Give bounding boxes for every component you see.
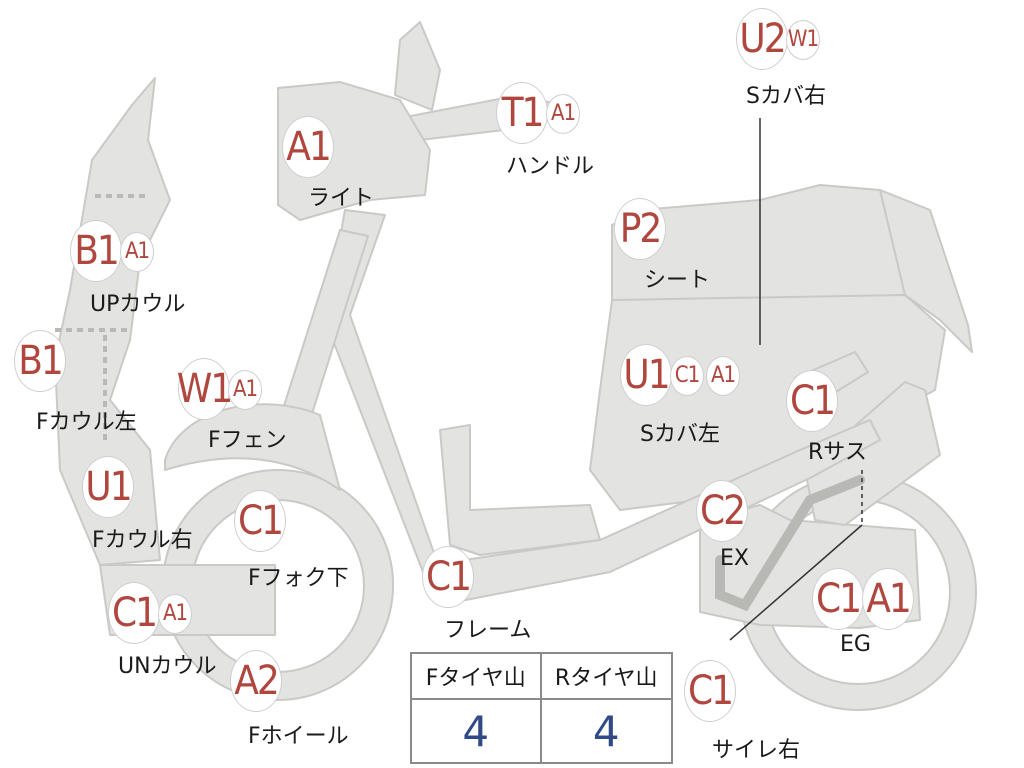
- handle-label: ハンドル: [506, 154, 595, 179]
- handle-grade-badge: T1: [496, 82, 548, 144]
- f-fender-label: Fフェン: [208, 428, 287, 453]
- up-cowl-grade-badge: B1: [70, 220, 122, 282]
- up-cowl-grade-badge: A1: [120, 232, 154, 272]
- silencer-right-label: サイレ右: [712, 738, 801, 763]
- frame-lower-shape: [429, 419, 881, 606]
- s-cover-right-grade-badge: W1: [786, 20, 820, 60]
- silencer-right-grade-badge: C1: [684, 660, 736, 722]
- engine-grade-badge: C1: [812, 568, 864, 630]
- f-wheel-label: Fホイール: [248, 724, 349, 749]
- exhaust-pipe: [715, 475, 865, 612]
- un-cowl-label: UNカウル: [118, 654, 217, 679]
- f-wheel-grade-badge: A2: [230, 650, 282, 712]
- f-cowl-left-label: Fカウル左: [36, 410, 137, 435]
- r-suspension-label: Rサス: [808, 440, 867, 465]
- seat-label: シート: [644, 268, 711, 293]
- tire-table-header-rear: Rタイヤ山: [541, 654, 671, 700]
- up-cowl-label: UPカウル: [90, 292, 186, 317]
- s-cover-right-grade-badge: U2: [736, 8, 788, 70]
- r-suspension-grade-badge: C1: [786, 370, 838, 432]
- light-grade-badge: A1: [282, 116, 334, 178]
- engine-label: EG: [840, 632, 871, 657]
- front-fender-shape: [164, 403, 341, 491]
- seat-grade-badge: P2: [614, 198, 666, 260]
- headlight-shape: [277, 81, 431, 221]
- s-cover-left-label: Sカバ左: [640, 422, 720, 447]
- f-fender-grade-badge: W1: [177, 358, 233, 420]
- frame-label: フレーム: [444, 618, 532, 643]
- f-cowl-left-grade-badge: B1: [14, 330, 66, 392]
- tire-table-header-front: Fタイヤ山: [412, 654, 542, 700]
- f-fender-grade-badge: A1: [228, 370, 262, 410]
- exhaust-grade-badge: C2: [696, 480, 748, 542]
- s-cover-right-label: Sカバ右: [746, 84, 826, 109]
- frame-grade-badge: C1: [422, 546, 474, 608]
- exhaust-label: EX: [720, 546, 749, 571]
- f-cowl-right-label: Fカウル右: [92, 528, 193, 553]
- handle-grade-badge: A1: [546, 94, 580, 134]
- tire-table-value-rear: 4: [592, 706, 620, 756]
- engine-grade-badge: A1: [862, 568, 914, 630]
- f-fork-lower-label: Fフォク下: [248, 566, 349, 591]
- tire-tread-table: Fタイヤ山 Rタイヤ山 4 4: [410, 652, 673, 764]
- s-cover-left-grade-badge: C1: [670, 356, 704, 396]
- un-cowl-grade-badge: A1: [158, 594, 192, 634]
- f-fork-lower-grade-badge: C1: [234, 490, 286, 552]
- mirror-shape: [394, 21, 441, 111]
- floor-step-shape: [439, 424, 601, 556]
- tire-table-value-front: 4: [412, 700, 542, 762]
- leader-line: [729, 524, 863, 641]
- f-cowl-right-grade-badge: U1: [82, 456, 134, 518]
- s-cover-left-grade-badge: A1: [706, 356, 740, 396]
- un-cowl-grade-badge: C1: [108, 582, 160, 644]
- front-cowl-shape: [54, 77, 171, 566]
- light-label: ライト: [308, 186, 375, 211]
- s-cover-left-grade-badge: U1: [620, 344, 672, 406]
